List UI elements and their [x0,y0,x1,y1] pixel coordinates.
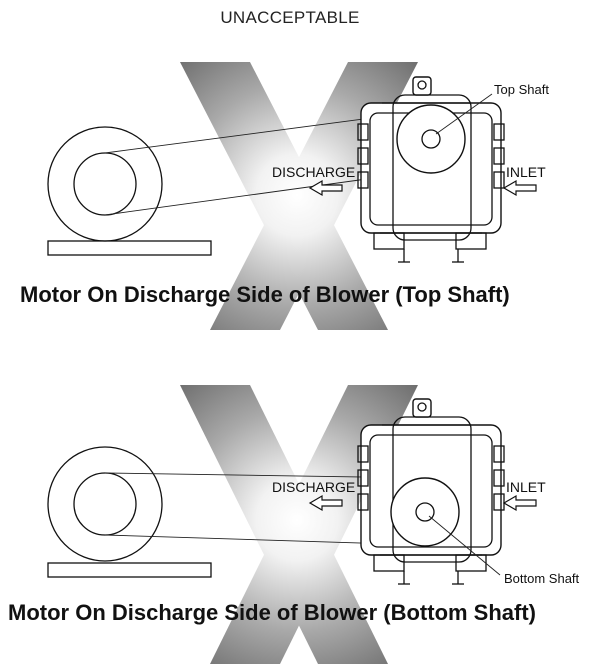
panel-caption: Motor On Discharge Side of Blower (Top S… [20,282,510,307]
blower [357,398,505,585]
inlet-label: INLET [506,479,546,495]
motor [47,446,212,578]
discharge-label: DISCHARGE [272,164,355,180]
motor [47,126,212,256]
shaft-label: Top Shaft [494,82,549,97]
discharge-arrow-icon [308,179,343,197]
panel-caption: Motor On Discharge Side of Blower (Botto… [8,600,536,625]
inlet-arrow-icon [502,179,537,197]
shaft-leader-line [435,93,493,135]
inlet-arrow-icon [502,494,537,512]
page-heading: UNACCEPTABLE [220,8,359,27]
discharge-arrow-icon [308,494,343,512]
inlet-label: INLET [506,164,546,180]
shaft-label: Bottom Shaft [504,571,580,586]
discharge-label: DISCHARGE [272,479,355,495]
panel-top-shaft: Top Shaft DISCHARGE INLET Motor On Disch… [20,62,549,330]
panel-bottom-shaft: Bottom Shaft DISCHARGE INLET Motor On Di… [8,385,580,664]
blower [357,76,505,263]
shaft-leader-line [428,515,501,576]
